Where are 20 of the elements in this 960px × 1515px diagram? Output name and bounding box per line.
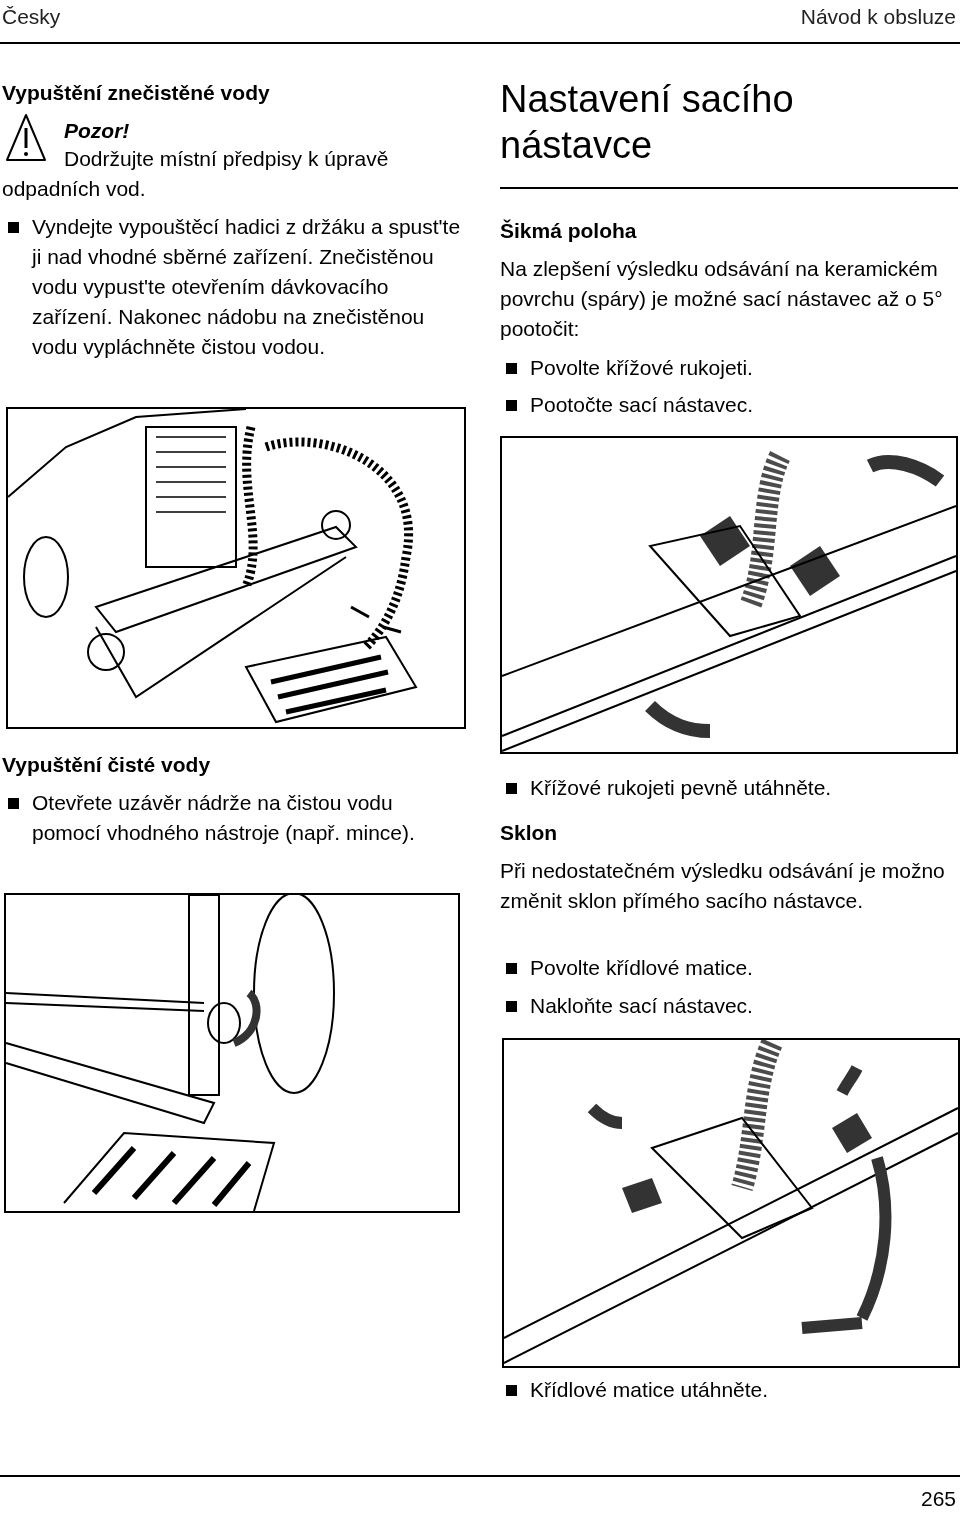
instruction-text: Křídlové matice utáhněte. [530,1377,770,1403]
instruction-text: Křížové rukojeti pevně utáhněte. [530,775,833,801]
page-heading: Nastavení sacího nástavce [500,77,795,168]
language-header: Česky [2,4,62,30]
instruction-text: Otevřete uzávěr nádrže na čistou vodu pomocí vhodného nástroje (např. mince). [32,790,416,846]
page-number: 265 [919,1486,956,1512]
warning-text: Dodržujte místní předpisy k úpravě odpadních vod. [2,146,390,202]
instruction-text: Vyndejte vypouštěcí hadici z držáku a spust'te ji nad vhodné sběrné zařízení. Znečistěnou vodu vypust'te otevřením dávkovacího zařízení. Nakonec nádobu na znečistěnou vodu vypláchněte čistou vodou. [32,214,462,360]
body-text: Na zlepšení výsledku odsávání na keramickém povrchu (spáry) je možné sací nástavec až o 5° pootočit: [500,256,944,342]
section-heading: Vypuštění čisté vody [2,752,212,778]
body-text: Při nedostatečném výsledku odsávání je možno změnit sklon přímého sacího nástavce. [500,858,946,914]
subheading: Šikmá poloha [500,218,638,244]
instruction-text: Povolte křížové rukojeti. [530,355,754,381]
section-heading: Vypuštění znečistěné vody [2,80,271,106]
instruction-text: Povolte křídlové matice. [530,955,754,981]
warning-title: Pozor! [64,118,131,144]
instruction-text: Pootočte sací nástavec. [530,392,754,418]
subheading: Sklon [500,820,559,846]
instruction-text: Nakloňte sací nástavec. [530,993,754,1019]
manual-header: Návod k obsluze [799,4,956,30]
